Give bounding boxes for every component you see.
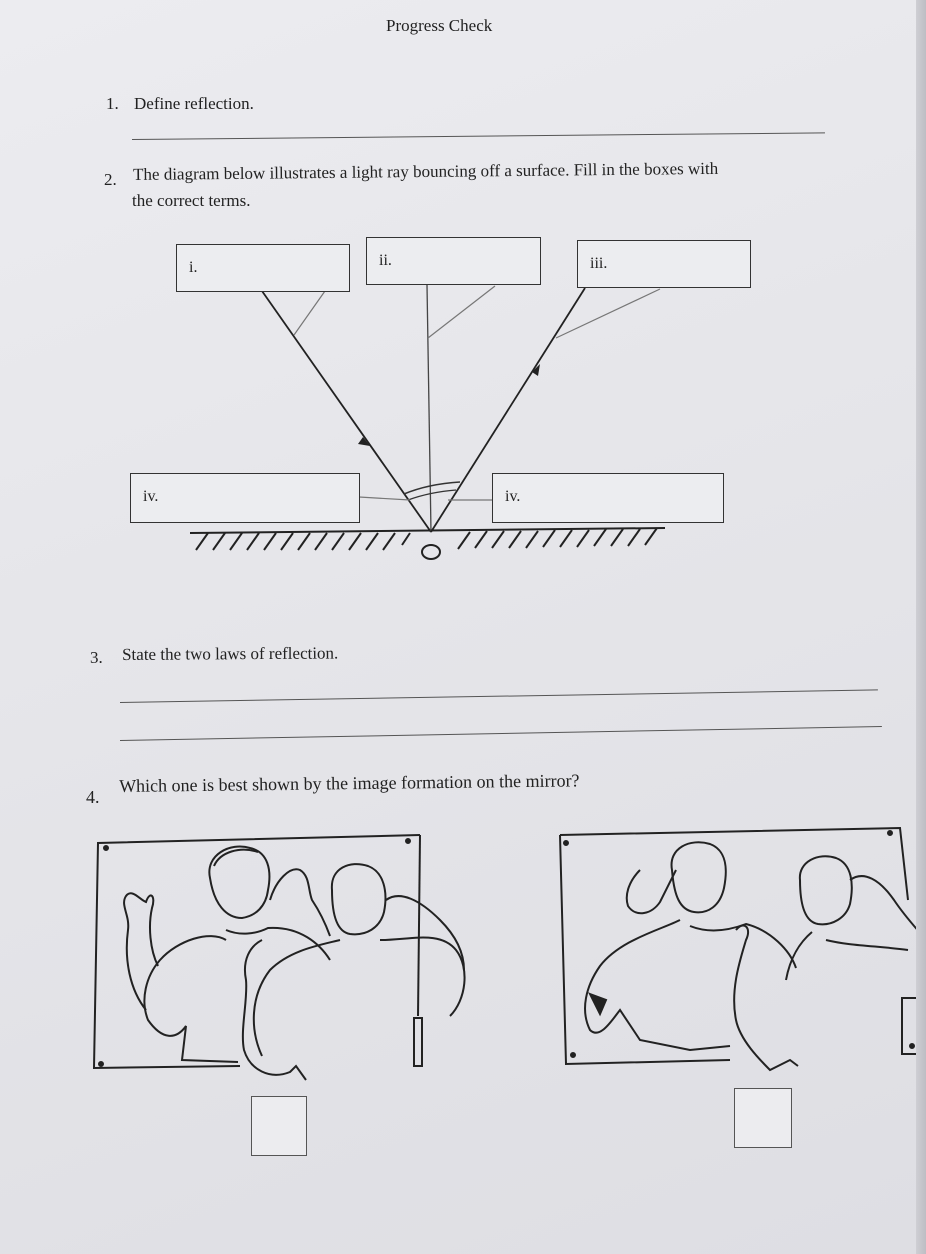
q2-number: 2.: [104, 170, 117, 189]
q1-text: Define reflection.: [134, 94, 254, 113]
option-right-checkbox[interactable]: [734, 1088, 792, 1148]
point-o-marker: [421, 544, 441, 560]
answer-box-ii[interactable]: ii.: [366, 237, 541, 285]
incident-ray-arrow-icon: [358, 437, 370, 446]
option-right-illustration: [559, 826, 926, 1072]
answer-box-iv-right[interactable]: iv.: [492, 473, 724, 523]
leader-lines: [293, 285, 661, 501]
q1-number: 1.: [106, 94, 119, 113]
mirror-surface-hatching: [189, 527, 666, 551]
incident-ray: [261, 290, 432, 533]
page-title: Progress Check: [386, 16, 493, 35]
box-label-iv-right: iv.: [505, 488, 521, 505]
angle-arc-inner: [407, 489, 457, 501]
q3-number: 3.: [90, 648, 103, 667]
box-label-iv-left: iv.: [143, 488, 159, 505]
normal-line: [426, 284, 432, 533]
answer-box-i[interactable]: i.: [176, 244, 350, 292]
answer-box-iii[interactable]: iii.: [577, 240, 751, 288]
box-label-ii: ii.: [379, 252, 392, 269]
reflected-ray-arrow-icon: [532, 364, 540, 376]
page-edge: [916, 0, 926, 1254]
option-left-checkbox[interactable]: [251, 1096, 307, 1156]
reflected-ray: [430, 287, 586, 533]
answer-box-iv-left[interactable]: iv.: [130, 473, 360, 523]
q2-text-line2: the correct terms.: [132, 191, 251, 210]
option-left-illustration: [92, 834, 466, 1081]
box-label-i: i.: [189, 259, 198, 276]
q4-number: 4.: [86, 787, 100, 807]
reflection-diagram: [189, 284, 666, 560]
box-label-iii: iii.: [590, 255, 608, 272]
angle-arc: [403, 481, 461, 495]
